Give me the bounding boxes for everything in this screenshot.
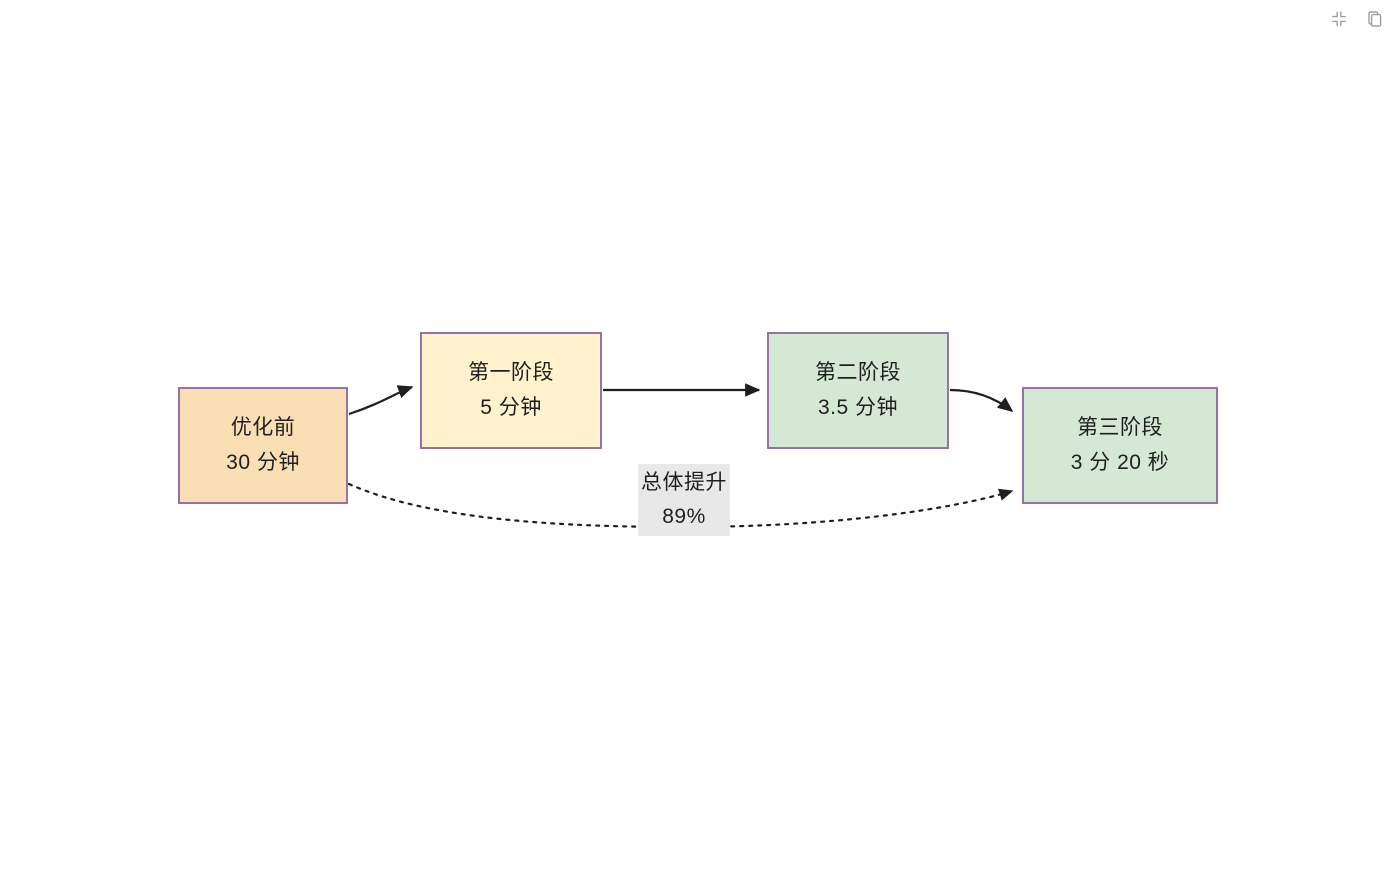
node-stage3[interactable]: 第三阶段 3 分 20 秒: [1022, 387, 1218, 504]
canvas-toolbar: [1328, 8, 1386, 30]
node-stage1-value: 5 分钟: [480, 395, 542, 419]
node-stage1[interactable]: 第一阶段 5 分钟: [420, 332, 602, 449]
edge-stage2-to-stage3: [949, 388, 1014, 412]
node-stage2-title: 第二阶段: [815, 361, 901, 385]
edge-label-value: 89%: [662, 505, 706, 529]
node-before[interactable]: 优化前 30 分钟: [178, 387, 348, 504]
copy-glyph: [1368, 11, 1382, 27]
node-before-value: 30 分钟: [226, 450, 300, 474]
node-stage2[interactable]: 第二阶段 3.5 分钟: [767, 332, 949, 449]
edge-label-title: 总体提升: [641, 471, 727, 494]
node-stage3-title: 第三阶段: [1077, 416, 1163, 440]
edge-before-to-stage1: [348, 385, 414, 416]
copy-icon[interactable]: [1364, 8, 1386, 30]
node-stage2-value: 3.5 分钟: [817, 395, 899, 419]
edge-label-overall-improvement[interactable]: 总体提升 89%: [638, 464, 730, 537]
node-before-title: 优化前: [230, 416, 296, 440]
node-stage3-value: 3 分 20 秒: [1070, 450, 1170, 474]
collapse-fullscreen-glyph: [1332, 11, 1346, 27]
collapse-fullscreen-icon[interactable]: [1328, 8, 1350, 30]
node-stage1-title: 第一阶段: [468, 361, 554, 385]
